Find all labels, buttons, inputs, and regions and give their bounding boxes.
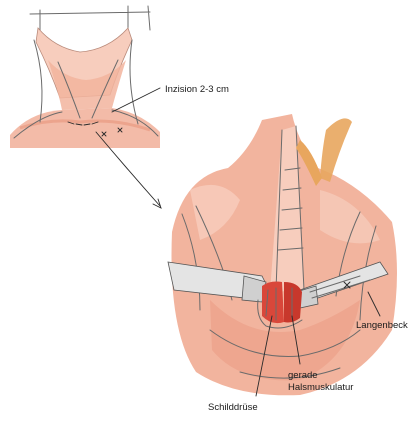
muscle-label-line2: Halsmuskulatur <box>288 382 353 393</box>
incision-leader-line <box>112 88 160 112</box>
incision-label: Inzision 2-3 cm <box>165 84 229 95</box>
thyroid-label: Schilddrüse <box>208 402 258 413</box>
muscle-label-line1: gerade <box>288 370 318 381</box>
retractor-label: Langenbeck <box>356 320 408 331</box>
surgical-field <box>168 114 397 395</box>
neck-sketch <box>10 6 160 148</box>
